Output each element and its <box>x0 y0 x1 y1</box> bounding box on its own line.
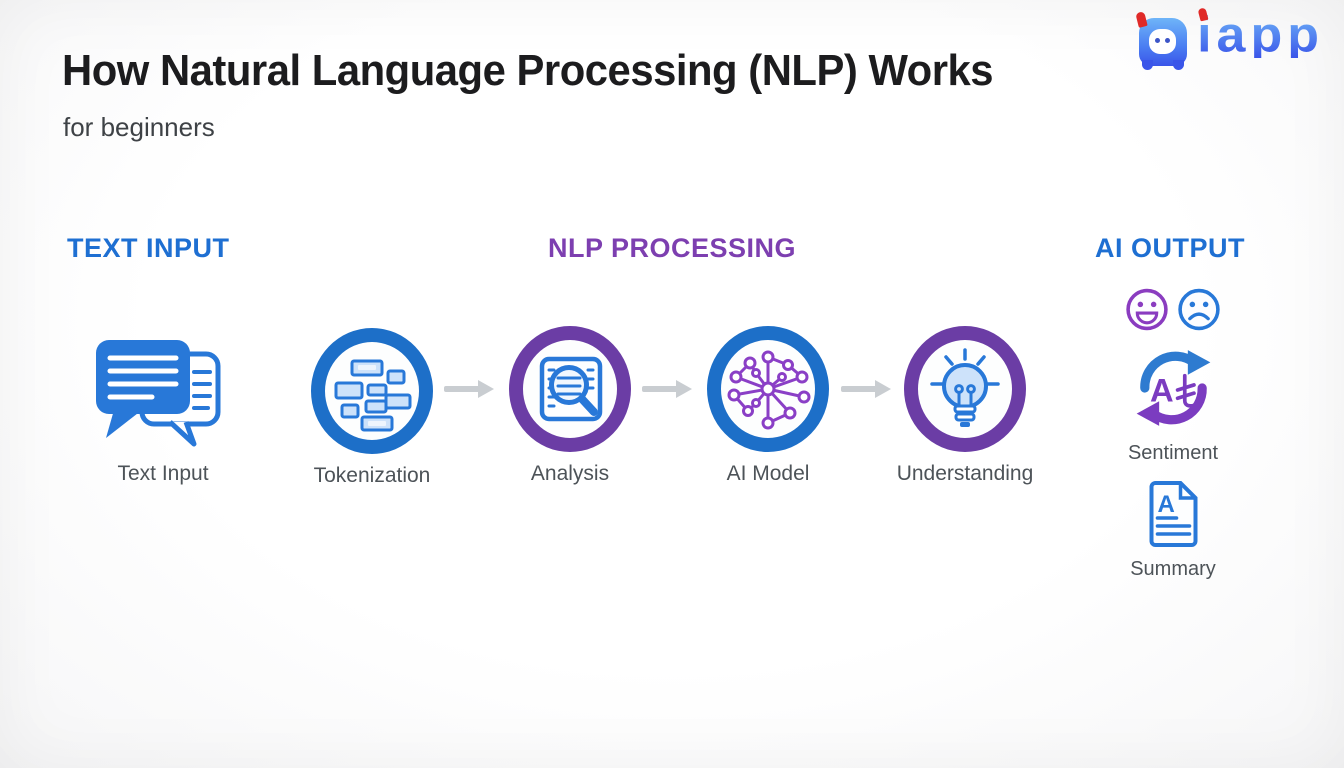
output-label-sentiment: Sentiment <box>1127 442 1219 464</box>
flow-step-understanding: Understanding <box>897 326 1033 486</box>
logo-wordmark: iapp <box>1197 7 1324 63</box>
step-label-understanding: Understanding <box>896 462 1034 485</box>
sad-face-icon <box>1178 288 1220 331</box>
flow-step-analysis: Analysis <box>508 326 632 486</box>
page-subtitle: for beginners <box>63 112 215 142</box>
sentiment-faces <box>1124 286 1223 333</box>
analysis-ring <box>509 326 631 452</box>
flow-step-ai-model: AI Model <box>706 326 830 486</box>
summary-document-icon: A <box>1149 481 1197 547</box>
ai-model-ring <box>707 326 829 452</box>
iapp-logo: iapp <box>1135 7 1324 70</box>
step-label-analysis: Analysis <box>530 462 610 485</box>
understanding-ring <box>904 326 1026 452</box>
summary-icon-wrap: A <box>1143 479 1203 554</box>
robot-face <box>1149 29 1177 54</box>
section-header-ai-output: AI OUTPUT <box>1095 233 1245 263</box>
translate-icon-wrap: A <box>1130 345 1216 436</box>
page-title: How Natural Language Processing (NLP) Wo… <box>62 46 994 95</box>
document-magnifier-icon <box>539 356 603 422</box>
arrow-tokenization-to-analysis <box>444 380 496 398</box>
tokenization-ring <box>311 328 433 454</box>
step-label-text-input: Text Input <box>117 462 209 485</box>
svg-text:A: A <box>1149 371 1173 408</box>
logo-red-accent <box>1135 11 1148 28</box>
arrow-analysis-to-ai-model <box>642 380 694 398</box>
section-header-nlp-processing: NLP PROCESSING <box>547 233 797 263</box>
happy-face-icon <box>1126 288 1168 331</box>
translate-icon: A <box>1136 350 1210 426</box>
robot-logo-icon <box>1135 11 1188 70</box>
tokens-icon <box>334 359 412 432</box>
step-label-ai-model: AI Model <box>726 462 810 485</box>
section-header-text-input: TEXT INPUT <box>67 233 230 263</box>
step-label-tokenization: Tokenization <box>313 464 431 487</box>
lightbulb-icon <box>930 348 1000 427</box>
svg-text:A: A <box>1157 491 1174 518</box>
arrow-ai-model-to-understanding <box>841 380 893 398</box>
network-icon <box>727 350 811 430</box>
ai-output-column: A Sentiment A Summary <box>1124 286 1223 581</box>
output-label-summary: Summary <box>1130 558 1216 580</box>
chat-bubbles-icon <box>96 340 221 447</box>
flow-step-tokenization: Tokenization <box>310 328 434 488</box>
flow-step-text-input: Text Input <box>88 330 238 486</box>
